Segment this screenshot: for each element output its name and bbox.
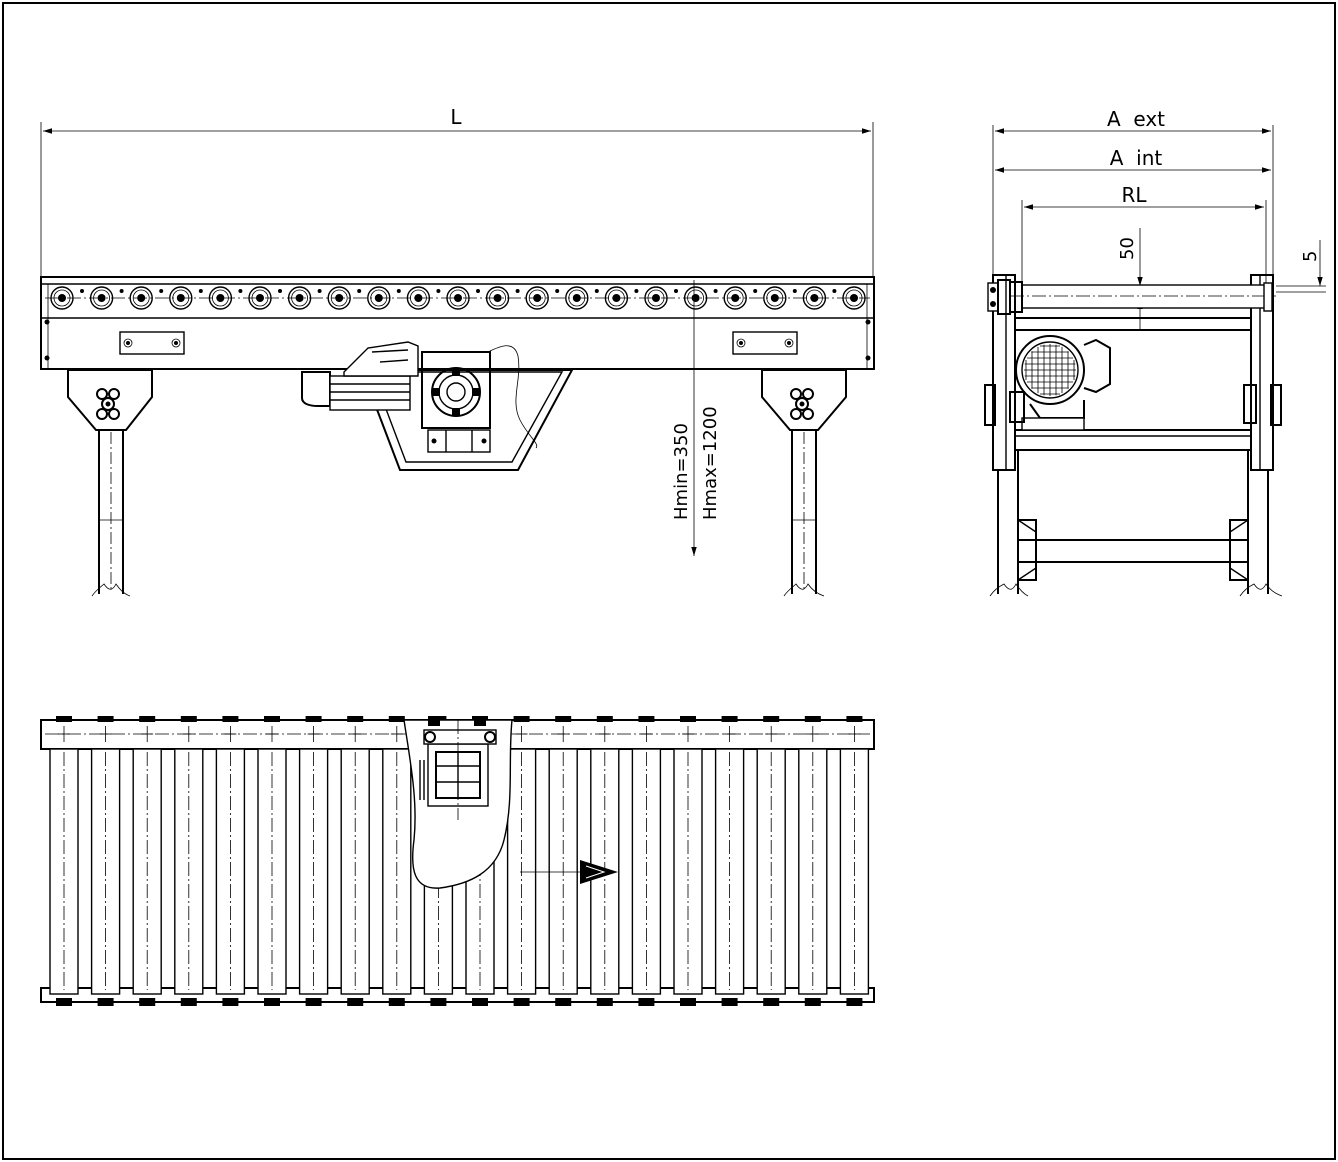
motor-fan-grille <box>1024 344 1076 396</box>
roller-row-front <box>45 286 870 310</box>
drive-unit-front <box>301 341 574 471</box>
roller-tube <box>382 716 412 1006</box>
roller-tube <box>215 716 246 1006</box>
roller-tube <box>340 716 370 1006</box>
height-max-label: Hmax=1200 <box>700 406 721 520</box>
roller-tube <box>590 716 620 1006</box>
length-label: L <box>450 105 462 129</box>
offset-label: 5 <box>1300 251 1321 262</box>
roller-height-dimension: 50 <box>1117 228 1143 330</box>
flow-direction-arrow <box>520 860 618 884</box>
length-dimension: L <box>40 105 874 278</box>
inner-width-dimension: A int <box>995 146 1271 173</box>
roller-tube <box>506 716 537 1006</box>
height-dimension: Hmin=350 Hmax=1200 <box>671 280 721 556</box>
drive-cutaway-top <box>403 716 513 889</box>
roller-tube <box>756 716 786 1006</box>
side-view: A ext A int RL 50 5 <box>984 107 1326 597</box>
roller-tube <box>49 716 79 1006</box>
height-min-label: Hmin=350 <box>671 423 692 520</box>
offset-dimension: 5 <box>1276 240 1326 293</box>
roller-end <box>604 286 629 310</box>
front-view: L <box>40 105 875 597</box>
left-leg <box>67 369 153 597</box>
roller-tube <box>548 716 578 1006</box>
roller-tube <box>839 716 870 1006</box>
roller-tube <box>631 716 662 1006</box>
roller-tube <box>673 716 703 1006</box>
roller-length-label: RL <box>1121 183 1147 207</box>
outer-width-label: A ext <box>1107 107 1165 131</box>
roller-length-dimension: RL <box>1024 183 1264 210</box>
roller-tube <box>132 716 162 1006</box>
roller-tube <box>90 716 121 1006</box>
roller-tube <box>257 716 287 1006</box>
side-frame <box>984 274 1283 597</box>
outer-width-dimension: A ext <box>995 107 1271 134</box>
roller-tube <box>714 716 745 1006</box>
roller-tube <box>298 716 329 1006</box>
roller-end <box>802 286 827 310</box>
right-leg <box>761 369 847 597</box>
roller-tube <box>174 716 204 1006</box>
roller-tube <box>798 716 828 1006</box>
inner-width-label: A int <box>1110 146 1163 170</box>
roller-height-label: 50 <box>1117 237 1138 260</box>
top-view <box>40 716 875 1006</box>
